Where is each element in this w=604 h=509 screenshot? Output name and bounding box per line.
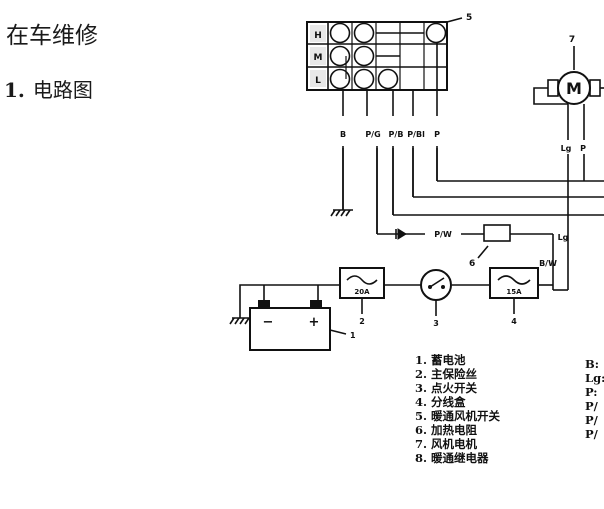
switch-row-label: M — [314, 53, 323, 63]
color-code: B: — [585, 357, 599, 371]
motor-wire-lg: Lg — [561, 144, 572, 153]
color-code: P/ — [585, 399, 599, 413]
section-number: 1. — [4, 78, 25, 102]
wire-label-pg: P/G — [365, 130, 380, 139]
battery: − + — [249, 300, 331, 351]
page-title: 在车维修 — [6, 23, 98, 49]
blower-motor: M — [533, 71, 604, 105]
main-fuse-rating: 20A — [354, 288, 370, 296]
section-label: 电路图 — [32, 78, 93, 102]
ignition-switch — [420, 269, 452, 301]
blower-switch: H M L — [306, 21, 448, 91]
color-code: P: — [585, 385, 597, 399]
main-fuse: 20A — [339, 267, 385, 299]
wire-label-pw: P/W — [434, 230, 452, 239]
legend-item: 5. 暖通风机开关 — [415, 409, 501, 423]
callout-3: 3 — [433, 319, 439, 328]
wire-label-pbl: P/Bl — [407, 130, 425, 139]
callout-4: 4 — [511, 317, 517, 326]
color-code-legend: B: Lg: P: P/ P/ P/ — [585, 357, 604, 441]
legend-item: 1. 蓄电池 — [415, 353, 466, 367]
legend-item: 2. 主保险丝 — [415, 367, 478, 381]
callout-5: 5 — [466, 13, 472, 23]
switch-row-label: L — [315, 76, 321, 86]
legend-item: 6. 加热电阻 — [415, 423, 478, 437]
motor-symbol: M — [566, 79, 582, 98]
color-code: Lg: — [585, 371, 604, 385]
legend-item: 3. 点火开关 — [415, 381, 478, 395]
legend-item: 8. 暖通继电器 — [415, 451, 489, 465]
bw-label: B/W — [539, 259, 557, 268]
fuse-box: 15A — [489, 267, 539, 299]
color-code: P/ — [585, 427, 599, 441]
switch-row-label: H — [314, 31, 322, 41]
lg-label: Lg — [558, 233, 569, 242]
section-title: 1. 电路图 — [4, 74, 93, 103]
legend-item: 7. 风机电机 — [415, 437, 478, 451]
motor-wire-p: P — [580, 144, 586, 153]
ground-symbol — [330, 209, 353, 217]
callout-6: 6 — [469, 259, 475, 269]
wire-label-p: P — [434, 130, 440, 139]
battery-plus: + — [309, 315, 320, 330]
callout-7: 7 — [569, 35, 575, 45]
legend-item: 4. 分线盒 — [415, 395, 466, 409]
heater-resistor — [483, 224, 511, 242]
wire-label-b: B — [340, 130, 346, 139]
callout-2: 2 — [359, 317, 365, 326]
callout-1: 1 — [350, 331, 356, 340]
battery-minus: − — [263, 315, 274, 330]
color-code: P/ — [585, 413, 599, 427]
component-legend: 1. 蓄电池 2. 主保险丝 3. 点火开关 4. 分线盒 5. 暖通风机开关 … — [415, 353, 501, 465]
wire-label-pb: P/B — [389, 130, 404, 139]
fuse-box-rating: 15A — [506, 288, 522, 296]
